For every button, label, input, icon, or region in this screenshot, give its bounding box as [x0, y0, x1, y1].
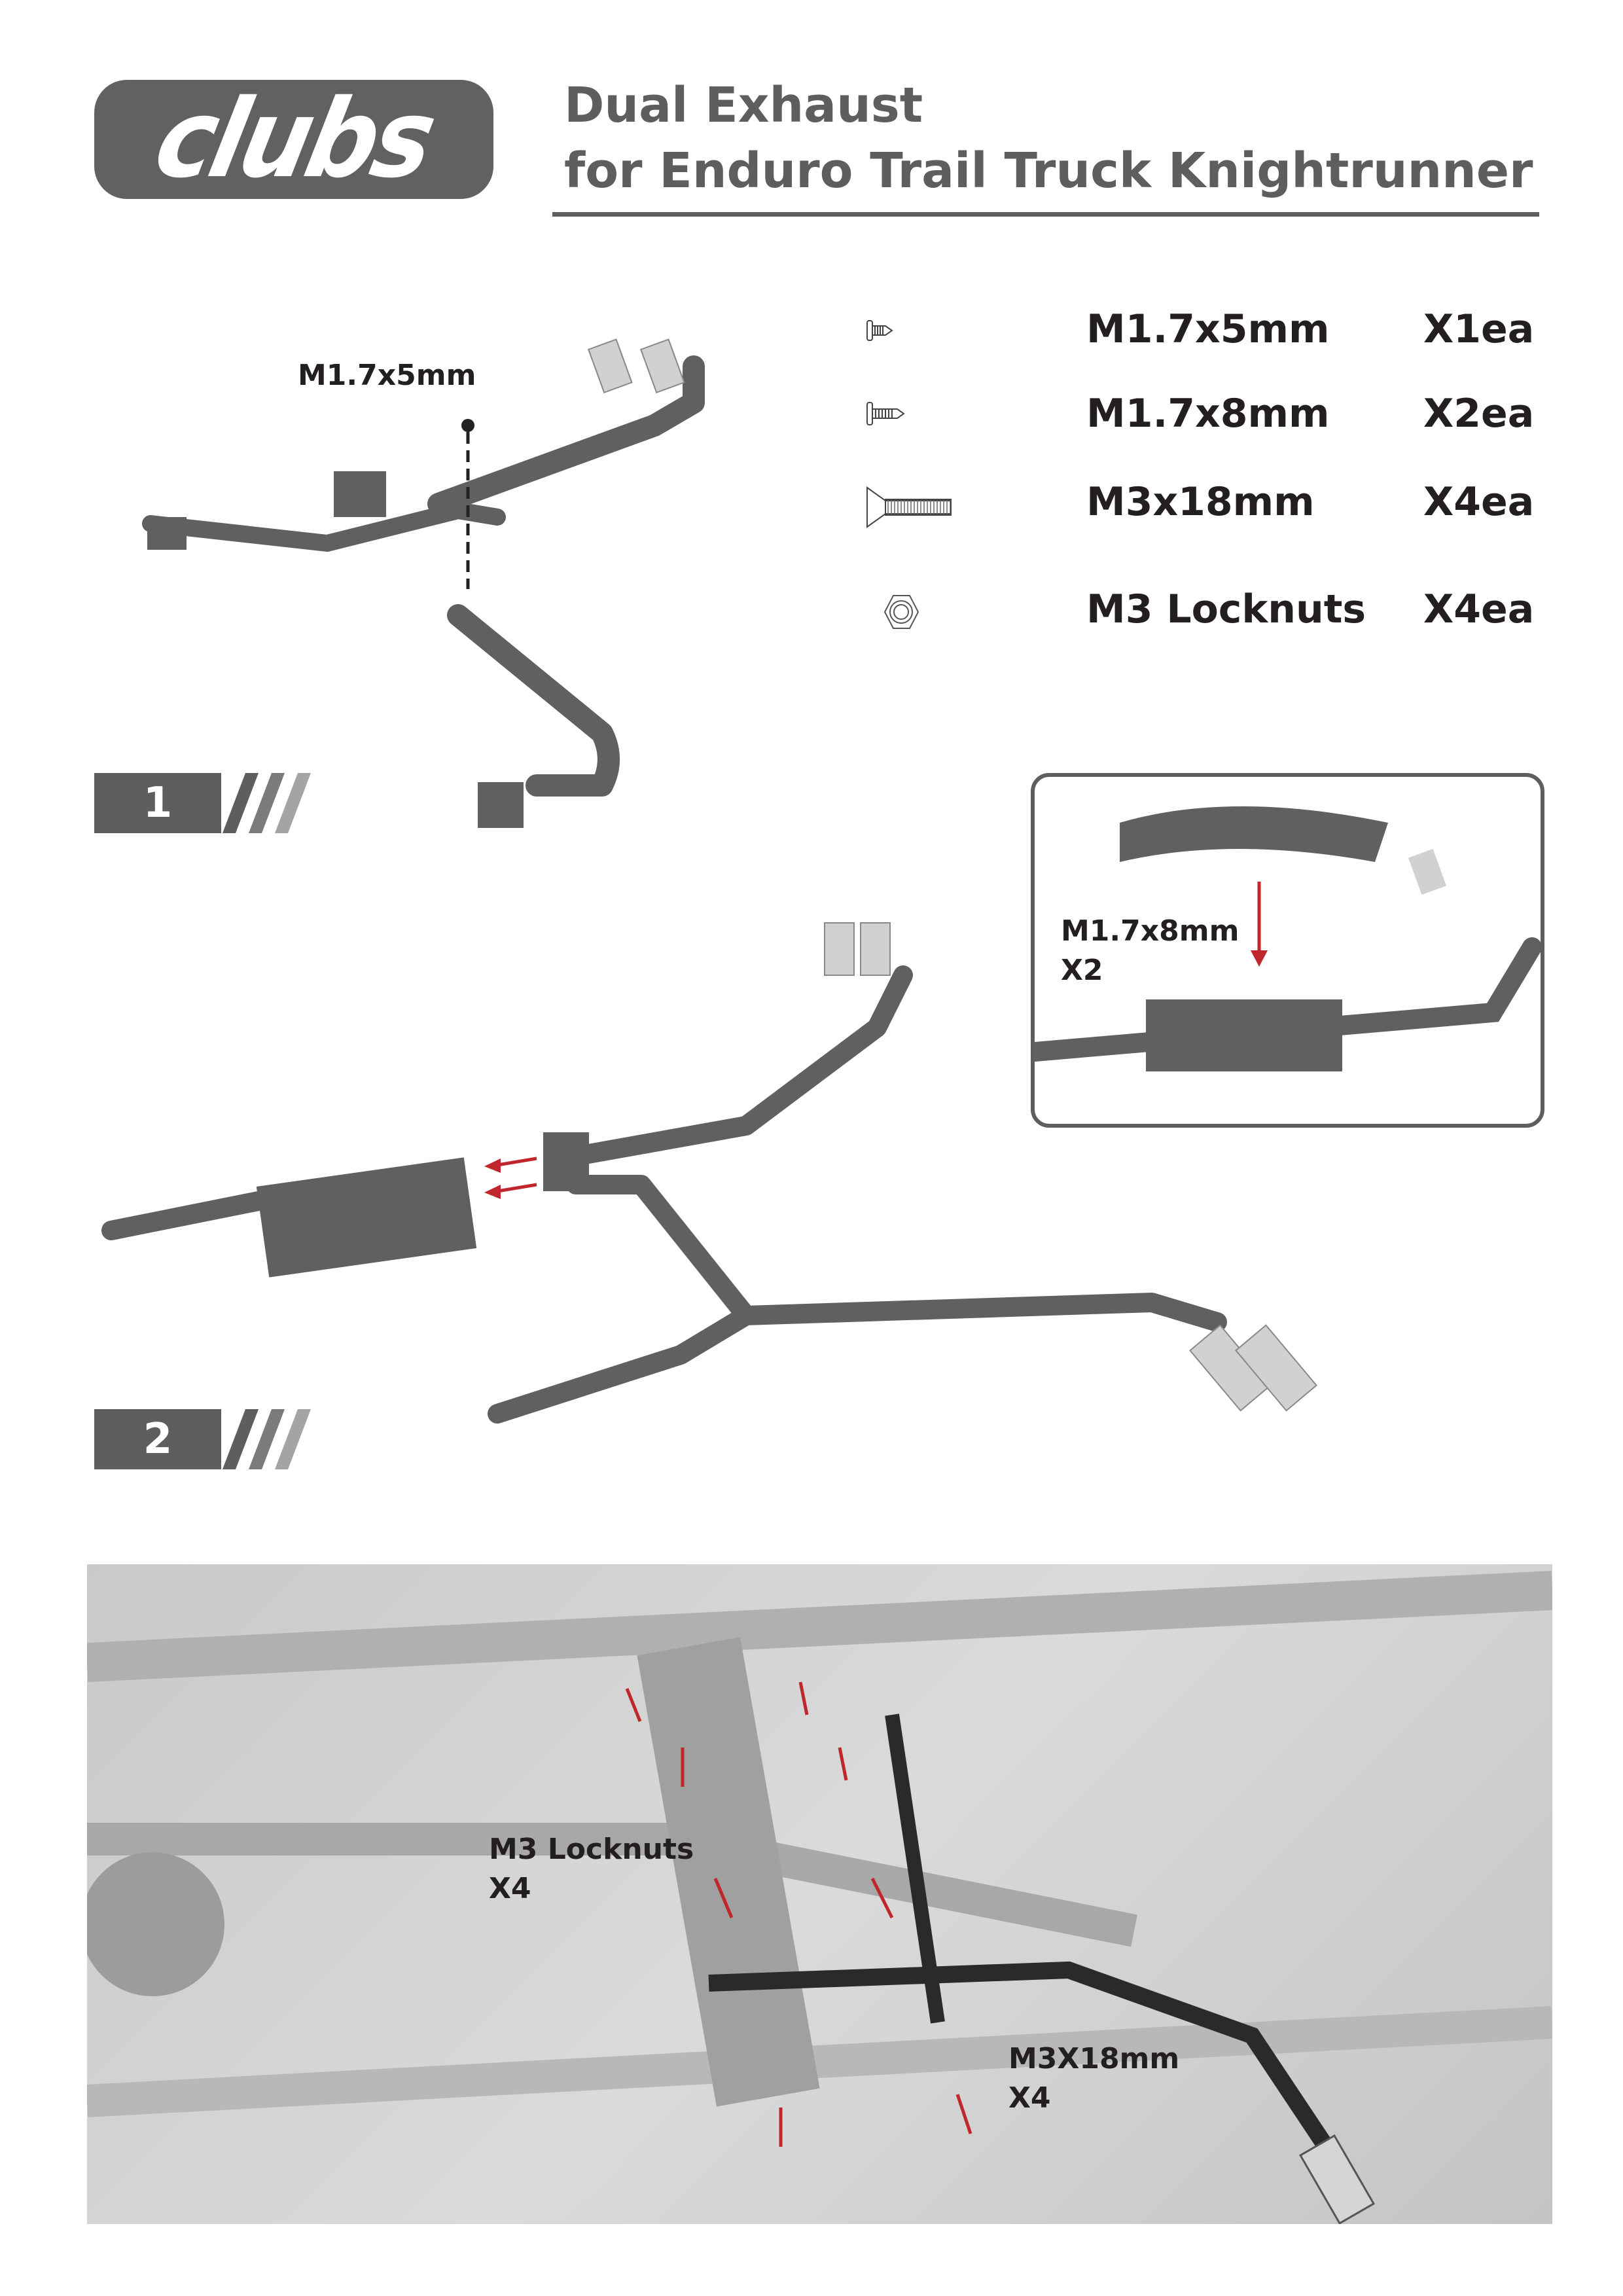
part-name-2: M1.7x8mm	[1086, 391, 1330, 437]
locknut-qty: X4	[489, 1872, 531, 1905]
part-name-1: M1.7x5mm	[1086, 306, 1330, 352]
installation-photo: M3 Locknuts X4 M3X18mm X4	[87, 1564, 1552, 2224]
inset-screw-qty: X2	[1061, 954, 1103, 987]
title-underline	[552, 212, 1539, 217]
step1-screw-label: M1.7x5mm	[298, 359, 476, 392]
title-line1: Dual Exhaust	[564, 77, 923, 134]
m3x18-screw-label: M3X18mm	[1008, 2042, 1180, 2075]
locknut-label: M3 Locknuts	[489, 1833, 694, 1866]
muffler-cover-illustration	[1025, 806, 1542, 1071]
title-line2: for Enduro Trail Truck Knightrunner	[564, 143, 1533, 199]
step1-stripes	[223, 773, 311, 833]
step2-stripes	[223, 1409, 311, 1469]
part-name-4: M3 Locknuts	[1086, 586, 1366, 632]
step2-inset-detail: M1.7x8mm X2	[1025, 773, 1544, 1128]
step1-exhaust-illustration	[142, 338, 705, 828]
m3x18-screw-qty: X4	[1008, 2081, 1051, 2115]
countersunk-screw-icon	[866, 486, 952, 528]
logo-text: clubs	[145, 77, 443, 202]
step1-badge: 1	[94, 773, 221, 833]
part-name-3: M3x18mm	[1086, 479, 1315, 525]
medium-screw-icon	[866, 402, 905, 425]
hex-nut-icon	[883, 595, 919, 629]
part-qty-2: X2ea	[1423, 391, 1535, 437]
part-qty-3: X4ea	[1423, 479, 1535, 525]
chassis-photo-illustration	[87, 1571, 1552, 2224]
step2-exhaust-illustration	[101, 922, 1317, 1424]
small-screw-icon	[866, 320, 893, 341]
clubs-logo: clubs	[94, 77, 493, 202]
part-qty-1: X1ea	[1423, 306, 1535, 352]
step2-badge: 2	[94, 1409, 221, 1469]
parts-icons	[866, 320, 952, 629]
part-qty-4: X4ea	[1423, 586, 1535, 632]
inset-screw-label: M1.7x8mm	[1061, 914, 1240, 948]
